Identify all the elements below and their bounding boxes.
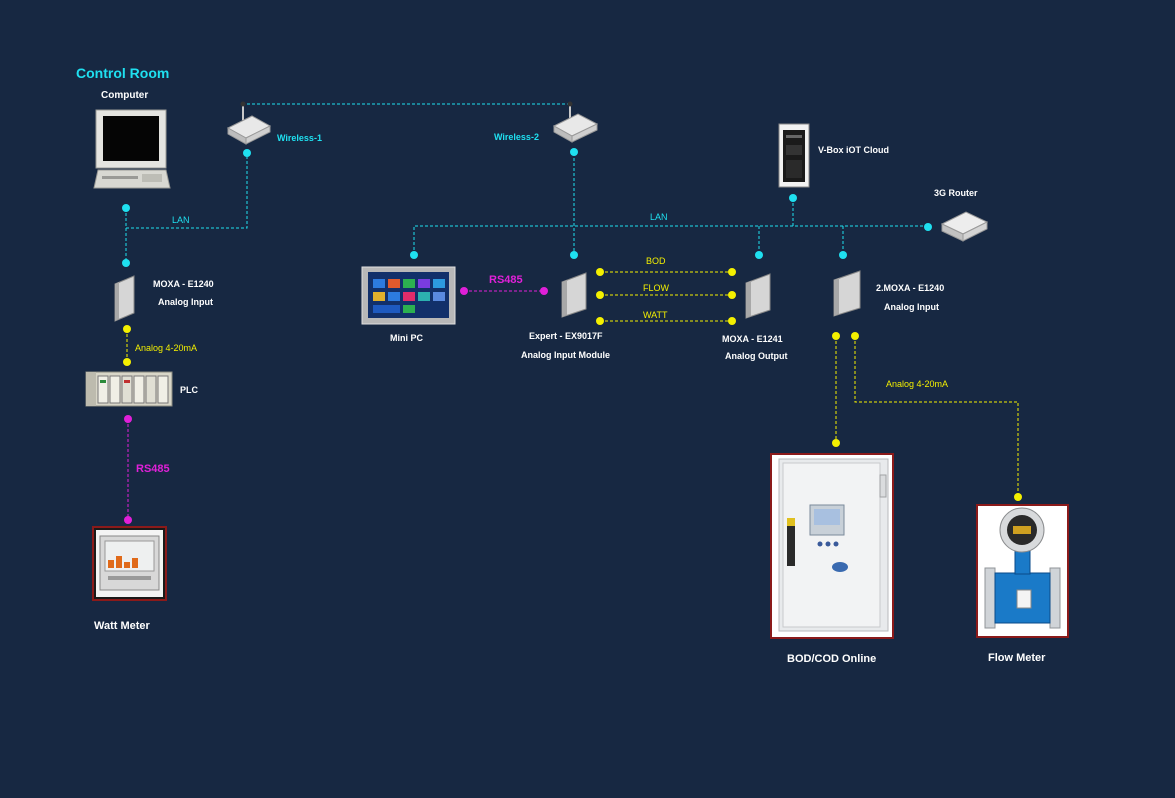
lan-right-label: LAN: [650, 212, 668, 222]
moxa1-desc-label: Analog Input: [158, 297, 213, 307]
analog-left-label: Analog 4-20mA: [135, 343, 198, 353]
moxa3-name-label: 2.MOXA - E1240: [876, 283, 945, 293]
dot: [124, 415, 132, 423]
moxa2-name-label: MOXA - E1241: [722, 334, 783, 344]
control-room-title: Control Room: [76, 65, 170, 81]
dot: [123, 325, 131, 333]
expert-module-icon[interactable]: [561, 272, 587, 318]
dot: [596, 268, 604, 276]
moxa1-module-icon[interactable]: [114, 275, 135, 322]
dot: [755, 251, 763, 259]
rs485-links: [127, 290, 544, 520]
dot: [728, 317, 736, 325]
moxa1-name-label: MOXA - E1240: [153, 279, 214, 289]
analog-dots: [123, 268, 1022, 501]
lan-dots: [122, 148, 932, 267]
dot: [596, 317, 604, 325]
dot: [123, 358, 131, 366]
expert-desc-label: Analog Input Module: [521, 350, 610, 360]
rs485-dots: [124, 287, 548, 524]
watt-meter-icon[interactable]: [92, 526, 167, 601]
flow-meter-label: Flow Meter: [988, 652, 1046, 664]
dot: [596, 291, 604, 299]
rs485-mid-label: RS485: [489, 274, 523, 286]
dot: [540, 287, 548, 295]
moxa3-desc-label: Analog Input: [884, 302, 939, 312]
moxa2-desc-label: Analog Output: [725, 351, 788, 361]
watt-line-label: WATT: [643, 310, 668, 320]
dot: [832, 439, 840, 447]
wireless1-label: Wireless-1: [277, 133, 322, 143]
dot: [832, 332, 840, 340]
dot: [460, 287, 468, 295]
wireless2-label: Wireless-2: [494, 132, 539, 142]
vbox-icon[interactable]: [778, 123, 810, 188]
dot: [122, 204, 130, 212]
vbox-label: V-Box iOT Cloud: [818, 145, 889, 155]
mini-pc-label: Mini PC: [390, 333, 423, 343]
analog-links: [126, 271, 1019, 497]
dot: [924, 223, 932, 231]
lan-left-label: LAN: [172, 215, 190, 225]
plc-label: PLC: [180, 385, 198, 395]
dot: [570, 251, 578, 259]
dot: [124, 516, 132, 524]
analog-right-label: Analog 4-20mA: [886, 379, 949, 389]
mini-pc-icon[interactable]: [361, 266, 456, 325]
computer-label: Computer: [101, 90, 149, 101]
router-label: 3G Router: [934, 188, 978, 198]
wireless2-icon[interactable]: [552, 101, 599, 143]
flow-line-label: FLOW: [643, 283, 669, 293]
dot: [851, 332, 859, 340]
dot: [789, 194, 797, 202]
lan-line-computer-wireless1: [125, 153, 248, 229]
dot: [570, 148, 578, 156]
lan-bus: [413, 225, 928, 255]
dot: [839, 251, 847, 259]
moxa3-module-icon[interactable]: [833, 270, 861, 317]
flow-meter-icon[interactable]: [976, 504, 1069, 638]
plc-icon[interactable]: [85, 371, 173, 407]
computer-icon[interactable]: [93, 109, 171, 189]
wireless-link-1-2: [242, 103, 571, 115]
rs485-left-label: RS485: [136, 463, 170, 475]
dot: [410, 251, 418, 259]
moxa2-module-icon[interactable]: [745, 273, 771, 319]
bod-cod-label: BOD/COD Online: [787, 653, 877, 665]
dot: [1014, 493, 1022, 501]
dot: [728, 291, 736, 299]
dot: [243, 149, 251, 157]
bod-cod-analyzer-icon[interactable]: [770, 453, 894, 639]
dot: [122, 259, 130, 267]
expert-name-label: Expert - EX9017F: [529, 331, 603, 341]
wireless1-icon[interactable]: [226, 101, 272, 145]
dot: [728, 268, 736, 276]
analog-line-flow: [854, 336, 1019, 497]
bod-line-label: BOD: [646, 256, 666, 266]
watt-meter-label: Watt Meter: [94, 620, 150, 632]
router-icon[interactable]: [940, 211, 989, 242]
